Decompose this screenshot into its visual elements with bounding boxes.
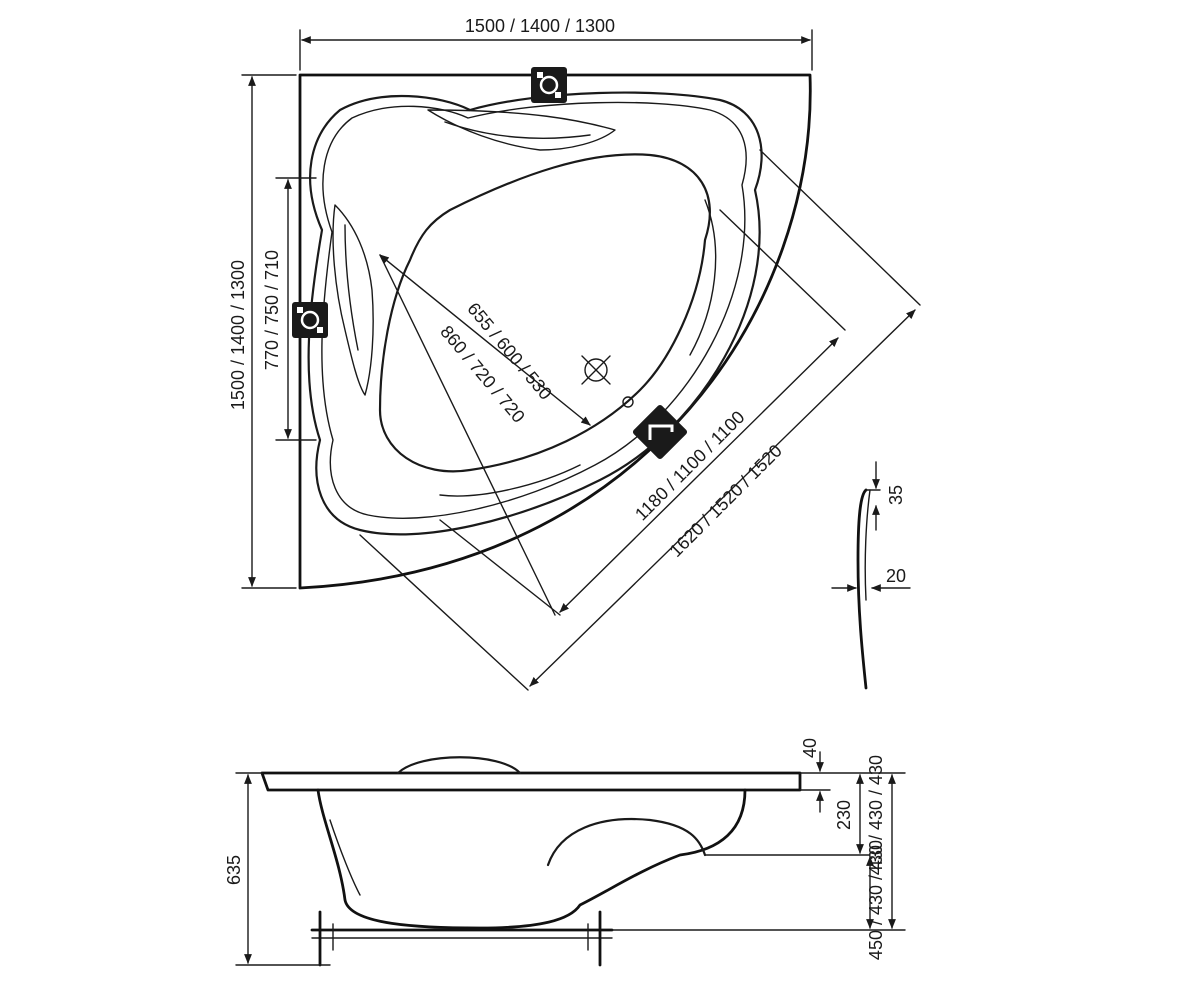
headrest-left (332, 204, 374, 396)
rim-label: 40 (800, 738, 820, 758)
rim-top-label: 35 (886, 485, 906, 505)
rim-thickness-label: 20 (886, 566, 906, 586)
dim-front-outer: 1620 / 1520 / 1520 (359, 149, 921, 691)
lower-label: 450 / 430 / 430 (866, 840, 886, 960)
headrest-top (427, 109, 616, 151)
side-inner-curve (546, 818, 707, 867)
total-height-label: 635 (224, 855, 244, 885)
dim-left-height-label: 1500 / 1400 / 1300 (228, 260, 248, 410)
dim-basin-depth: 655 / 600 / 530 (379, 254, 591, 426)
side-view: 635 40 230 430 / 430 / 430 450 / 430 / 4… (224, 738, 906, 967)
side-headrest (396, 756, 522, 775)
side-frame (310, 910, 614, 967)
rim-profile-inner (864, 489, 871, 601)
rim-profile: 35 20 (831, 461, 911, 690)
seat-label: 230 (834, 800, 854, 830)
faucet-icon (292, 302, 328, 338)
depth-label: 430 / 430 / 430 (866, 755, 886, 875)
rim-profile-shape (856, 488, 868, 690)
dim-top-width: 1500 / 1400 / 1300 (299, 16, 813, 71)
mixer-icon (531, 67, 567, 103)
dim-right-stack: 40 230 430 / 430 / 430 450 / 430 / 430 (611, 738, 906, 960)
dim-inner-side: 770 / 750 / 710 (262, 177, 317, 441)
drain-icon (581, 355, 611, 385)
flute-bottom (439, 464, 581, 497)
dim-inner-side-label: 770 / 750 / 710 (262, 250, 282, 370)
headrest-top-inner (444, 121, 591, 140)
side-body (316, 788, 747, 930)
side-left-curve (329, 819, 361, 896)
dim-top-width-label: 1500 / 1400 / 1300 (465, 16, 615, 36)
top-view: 1500 / 1400 / 1300 1500 / 1400 / 1300 77… (228, 16, 921, 691)
dim-front-inner: 1180 / 1100 / 1100 (439, 209, 846, 616)
side-rim (260, 771, 802, 792)
tap-icon (632, 404, 688, 460)
headrest-left-inner (344, 224, 359, 351)
tub-outline (298, 73, 812, 590)
flute-right (689, 199, 717, 356)
dim-left-height: 1500 / 1400 / 1300 (228, 74, 297, 589)
dim-total-height: 635 (224, 772, 331, 966)
